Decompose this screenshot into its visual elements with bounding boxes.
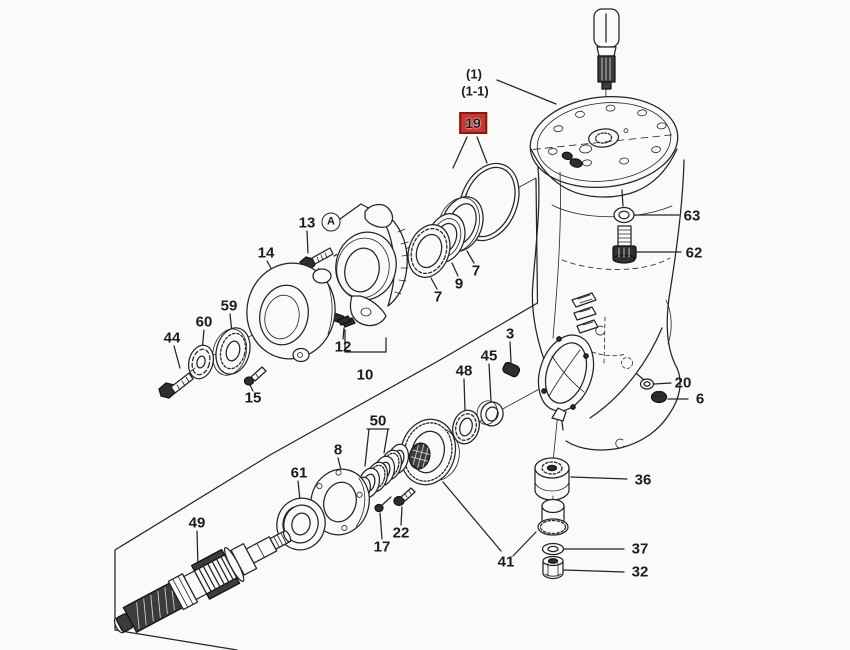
callout-part-7-lower: 7: [433, 288, 443, 306]
callout-part-50: 50: [369, 412, 387, 430]
callout-part-22: 22: [392, 524, 410, 542]
callout-part-61: 61: [290, 464, 308, 482]
shift-rod: [593, 8, 620, 137]
callout-part-60: 60: [195, 313, 213, 331]
callout-ref-1: (1): [466, 66, 482, 82]
coupling-36: [534, 457, 570, 501]
race-48: [452, 409, 480, 445]
pin-12: [337, 315, 352, 326]
callout-part-14: 14: [257, 244, 275, 262]
callout-part-45: 45: [480, 347, 498, 365]
screw-15: [243, 366, 267, 386]
callout-part-32: 32: [631, 563, 649, 581]
callout-part-48: 48: [455, 362, 473, 380]
callout-part-17: 17: [373, 538, 391, 556]
callout-part-44: 44: [163, 329, 181, 347]
callout-part-3: 3: [505, 325, 515, 343]
screw-17: [374, 496, 392, 513]
callout-part-8: 8: [333, 441, 343, 459]
callout-part-41: 41: [497, 553, 515, 571]
callout-part-36: 36: [634, 471, 652, 489]
callout-part-37: 37: [631, 540, 649, 558]
bracket-assembly-10: [330, 203, 410, 328]
callout-part-59: 59: [220, 297, 238, 315]
bevel-gear-41: [537, 495, 569, 536]
callout-part-15: 15: [244, 389, 262, 407]
callout-ref-1-1: (1-1): [461, 83, 489, 99]
callout-part-13: 13: [298, 214, 316, 232]
callout-part-63: 63: [683, 207, 701, 225]
callout-part-62: 62: [685, 244, 703, 262]
clutch-gear-41: [399, 418, 457, 486]
callout-part-49: 49: [188, 514, 206, 532]
bushing-45: [476, 400, 504, 427]
leader-lines: [173, 79, 689, 573]
callout-part-19: 19: [459, 112, 487, 134]
ring-7-lower: [407, 224, 451, 278]
callout-part-12: 12: [334, 338, 352, 356]
washer-37: [541, 542, 565, 556]
bearing-59: [212, 327, 251, 376]
bolt-44: [158, 367, 196, 399]
callout-part-7-upper: 7: [471, 262, 481, 280]
ring-20: [639, 378, 655, 390]
housing-body: [531, 159, 685, 451]
bolt-62: [612, 225, 637, 264]
callout-part-10: 10: [356, 366, 374, 384]
bolt-22: [393, 487, 416, 507]
washer-60: [187, 344, 215, 380]
nut-32: [542, 555, 564, 580]
washer-63: [613, 206, 635, 224]
pin-3: [502, 361, 521, 378]
top-plate: [529, 95, 679, 189]
bell-housing-14: [246, 262, 336, 363]
callout-part-9: 9: [454, 275, 464, 293]
drive-shaft-49: [113, 530, 292, 634]
callout-part-20: 20: [674, 374, 692, 392]
callout-part-6: 6: [695, 390, 705, 408]
plug-6: [650, 390, 668, 404]
callout-detail-a: A: [321, 212, 341, 232]
